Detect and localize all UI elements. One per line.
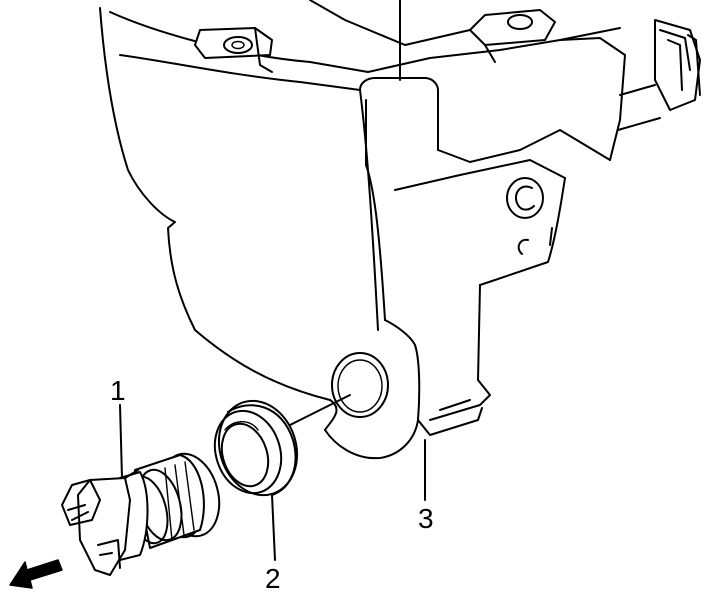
part-2-grommet [213, 399, 299, 497]
leader-line-hole [289, 394, 351, 426]
direction-arrow-icon [9, 559, 63, 589]
leader-line-2 [271, 494, 276, 561]
part-3-tank-body [99, 0, 701, 460]
callout-2: 2 [265, 563, 281, 594]
part-1-pump [61, 452, 221, 576]
callout-1: 1 [110, 375, 126, 406]
leader-line-1 [119, 404, 123, 479]
callout-3: 3 [418, 503, 434, 534]
